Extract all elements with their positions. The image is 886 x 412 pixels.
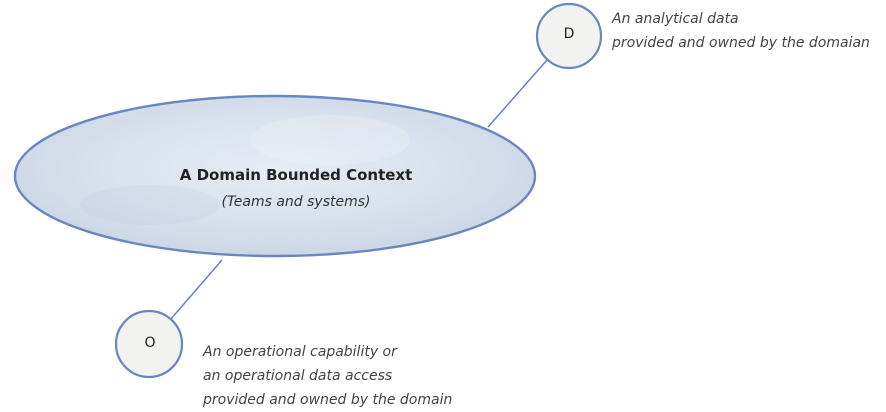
data-port-letter: D — [563, 26, 575, 42]
data-port-description-line: An analytical data — [612, 11, 739, 27]
connector-data-port — [487, 59, 548, 128]
connector-operational-port — [169, 259, 223, 321]
bounded-context-ellipse — [13, 94, 537, 258]
data-port-description-line: provided and owned by the domaian — [612, 35, 870, 51]
operational-port-description-line: an operational data access — [203, 368, 393, 384]
operational-port-description-line: An operational capability or — [203, 344, 397, 360]
operational-port-description: An operational capability or an operatio… — [203, 340, 452, 412]
ellipse-texture — [250, 115, 410, 165]
context-subtitle: (Teams and systems) — [221, 194, 371, 210]
operational-port-node — [114, 309, 184, 379]
data-port-description: An analytical data provided and owned by… — [612, 7, 870, 55]
context-title: A Domain Bounded Context — [179, 166, 413, 184]
ellipse-texture — [80, 185, 220, 225]
operational-port-letter: O — [144, 335, 156, 351]
operational-port-description-line: provided and owned by the domain — [203, 392, 453, 408]
data-port-node — [535, 2, 603, 70]
